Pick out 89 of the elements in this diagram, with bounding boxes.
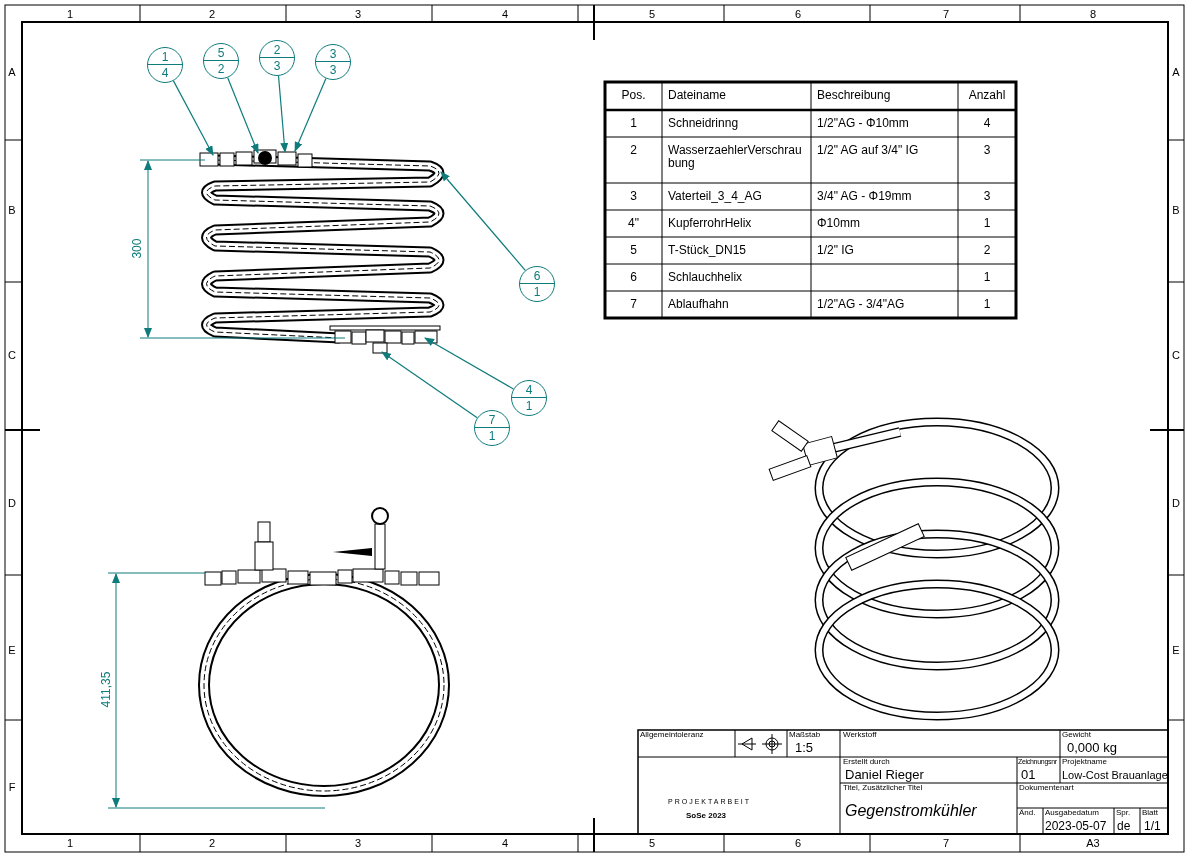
table-cell: Schlauchhelix [668,271,743,285]
table-cell-text: 4" [627,217,640,231]
weight-value: 0,000 kg [1067,741,1117,756]
zone-number: 2 [207,837,217,850]
field-caption: Dokumentenart [1019,784,1074,793]
table-cell-text: WasserzaehlerVerschraubung [668,144,803,171]
table-cell: Schneidrinng [668,117,739,131]
field-caption: Allgemeintoleranz [640,731,704,740]
zone-number: 8 [1088,8,1098,21]
sheet-size: A3 [1085,837,1101,850]
leader-line [277,75,289,153]
field-caption: Titel, Zusätzlicher Titel [843,784,923,793]
project-name: Low-Cost Brauanlage [1062,769,1168,782]
table-cell-text: 1 [982,271,992,285]
leader-line [172,80,214,156]
drawing-title: Gegenstromkühler [845,802,977,820]
semester-text: SoSe 2023 [686,812,727,821]
table-cell: 3/4" AG - Φ19mm [817,190,912,204]
zone-number: 5 [647,837,657,850]
issue-date: 2023-05-07 [1045,820,1107,834]
zone-letter: C [7,349,17,362]
zone-number: 6 [793,8,803,21]
zone-letter: A [7,66,17,79]
table-cell: Ablaufhahn [668,298,729,312]
column-header: Beschreibung [817,89,891,103]
zone-number: 3 [353,837,363,850]
language-code: de [1117,820,1131,834]
leader-line [294,77,327,152]
leader-line [440,171,526,271]
dimension-value: 411,35 [100,670,114,710]
table-cell-text: 5 [629,244,638,258]
field-caption: Erstellt durch [843,758,890,767]
table-cell-text: 4 [982,117,992,131]
sheet-number: 1/1 [1144,820,1161,834]
zone-letter: D [1171,497,1181,510]
table-cell-text: 1 [629,117,638,131]
table-cell-text: 7 [629,298,638,312]
table-cell-text: 2 [982,244,992,258]
zone-letter: B [1171,204,1181,217]
zone-letter: A [1171,66,1181,79]
field-caption: Gewicht [1062,731,1091,740]
field-caption: Werkstoff [843,731,877,740]
zone-number: 6 [793,837,803,850]
table-cell: KupferrohrHelix [668,217,752,231]
table-cell-text: 1 [982,217,992,231]
field-caption: Änd. [1019,809,1036,818]
table-cell-text: 2 [629,144,638,158]
leader-line [227,77,259,154]
leader-line [424,337,514,390]
zone-number: 1 [65,837,75,850]
zone-number: 7 [941,837,951,850]
field-caption: Spr. [1116,809,1131,818]
field-caption: Projektname [1062,758,1107,767]
table-cell: 1/2" AG auf 3/4" IG [817,144,919,158]
zone-letter: E [7,644,17,657]
column-header: Anzahl [967,89,1007,103]
scale-value: 1:5 [795,741,814,756]
table-cell: Vaterteil_3_4_AG [668,190,762,204]
table-cell-text: 3 [982,190,992,204]
field-caption: Maßstab [789,731,821,740]
zone-letter: B [7,204,17,217]
column-header: Pos. [620,89,647,103]
table-cell-text: 6 [629,271,638,285]
zone-number: 4 [500,8,510,21]
table-cell: 1/2" IG [817,244,854,258]
table-cell-text: 3 [982,144,992,158]
author-name: Daniel Rieger [845,768,924,783]
zone-number: 1 [65,8,75,21]
table-cell: 1/2"AG - Φ10mm [817,117,909,131]
table-cell-text: 3 [629,190,638,204]
field-caption: Blatt [1142,809,1158,818]
zone-number: 7 [941,8,951,21]
field-caption: Ausgabedatum [1045,809,1099,818]
zone-letter: C [1171,349,1181,362]
zone-letter: F [7,781,17,794]
dimension-value: 300 [131,237,145,261]
leader-line [381,351,478,419]
table-cell-text: 1 [982,298,992,312]
zone-letter: E [1171,644,1181,657]
zone-number: 4 [500,837,510,850]
column-header: Dateiname [668,89,727,103]
zone-number: 3 [353,8,363,21]
table-cell: T-Stück_DN15 [668,244,747,258]
zone-number: 2 [207,8,217,21]
zone-letter: D [7,497,17,510]
drawing-number: 01 [1021,768,1036,783]
table-cell: Φ10mm [817,217,860,231]
table-cell: 1/2"AG - 3/4"AG [817,298,905,312]
zone-number: 5 [647,8,657,21]
